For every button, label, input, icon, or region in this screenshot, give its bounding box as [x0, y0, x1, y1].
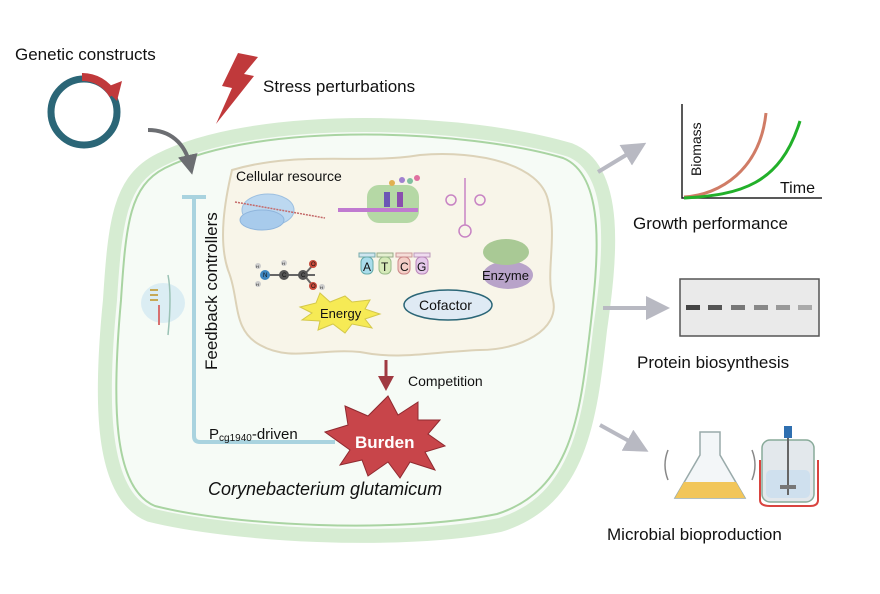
growth-performance-label: Growth performance — [633, 214, 788, 233]
ribosome-icon — [234, 193, 326, 231]
atom-h: H — [256, 282, 259, 287]
nucleotide-tubes: A T C G — [358, 252, 431, 275]
riboswitch-icon — [141, 274, 185, 336]
cofactor-ellipse: Cofactor — [403, 289, 493, 321]
energy-burst: Energy — [298, 292, 382, 334]
promoter-label: Pcg1940-driven — [209, 426, 298, 444]
nucleotide-a: A — [358, 252, 376, 275]
time-axis-label: Time — [780, 180, 815, 197]
cellular-resource-title: Cellular resource — [236, 168, 342, 184]
entry-arrow — [147, 128, 198, 175]
atom-o: O — [311, 262, 316, 268]
protein-biosynthesis-label: Protein biosynthesis — [637, 353, 789, 372]
burden-label: Burden — [355, 433, 415, 452]
shake-flask-icon — [664, 431, 756, 499]
svg-text:C: C — [400, 260, 409, 274]
burden-burst: Burden — [323, 395, 447, 479]
translation-complex-icon — [338, 175, 420, 223]
plasmid-icon — [47, 72, 122, 149]
bioreactor-icon — [759, 426, 819, 507]
svg-text:G: G — [417, 260, 426, 274]
nucleotide-t: T — [376, 252, 394, 275]
enzyme-icon: Enzyme — [482, 239, 533, 289]
genetic-constructs-label: Genetic constructs — [15, 45, 156, 64]
atom-n: N — [263, 273, 267, 279]
atom-h: H — [320, 285, 323, 290]
atom-c: C — [301, 273, 306, 279]
atom-c: C — [282, 273, 287, 279]
arrow-to-growth — [596, 142, 647, 174]
lightning-icon — [216, 53, 258, 124]
protein-gel — [679, 278, 820, 337]
feedback-controllers-label: Feedback controllers — [202, 212, 221, 370]
atom-h: H — [282, 261, 285, 266]
nucleotide-g: G — [413, 252, 431, 275]
svg-text:A: A — [363, 260, 371, 274]
energy-label: Energy — [320, 306, 362, 321]
arrow-to-bioproduction — [599, 423, 649, 452]
organism-label: Corynebacterium glutamicum — [208, 479, 442, 499]
atom-o: O — [311, 284, 316, 290]
slow-growth-curve — [683, 120, 802, 200]
enzyme-label: Enzyme — [482, 268, 529, 283]
fast-growth-curve — [683, 112, 768, 199]
stress-perturbations-label: Stress perturbations — [263, 77, 415, 96]
trna-icon — [445, 178, 486, 238]
competition-arrow — [378, 360, 394, 391]
competition-label: Competition — [408, 373, 483, 389]
amino-acid-icon: N C C O O H H H H — [255, 260, 325, 290]
growth-chart: Biomass Time — [681, 104, 822, 200]
feedback-inhibition-line — [182, 195, 335, 444]
cofactor-label: Cofactor — [419, 297, 472, 313]
microbial-bioproduction-label: Microbial bioproduction — [607, 525, 782, 544]
svg-text:T: T — [381, 260, 389, 274]
biomass-axis-label: Biomass — [688, 122, 704, 176]
nucleotide-c: C — [395, 252, 413, 275]
atom-h: H — [256, 264, 259, 269]
